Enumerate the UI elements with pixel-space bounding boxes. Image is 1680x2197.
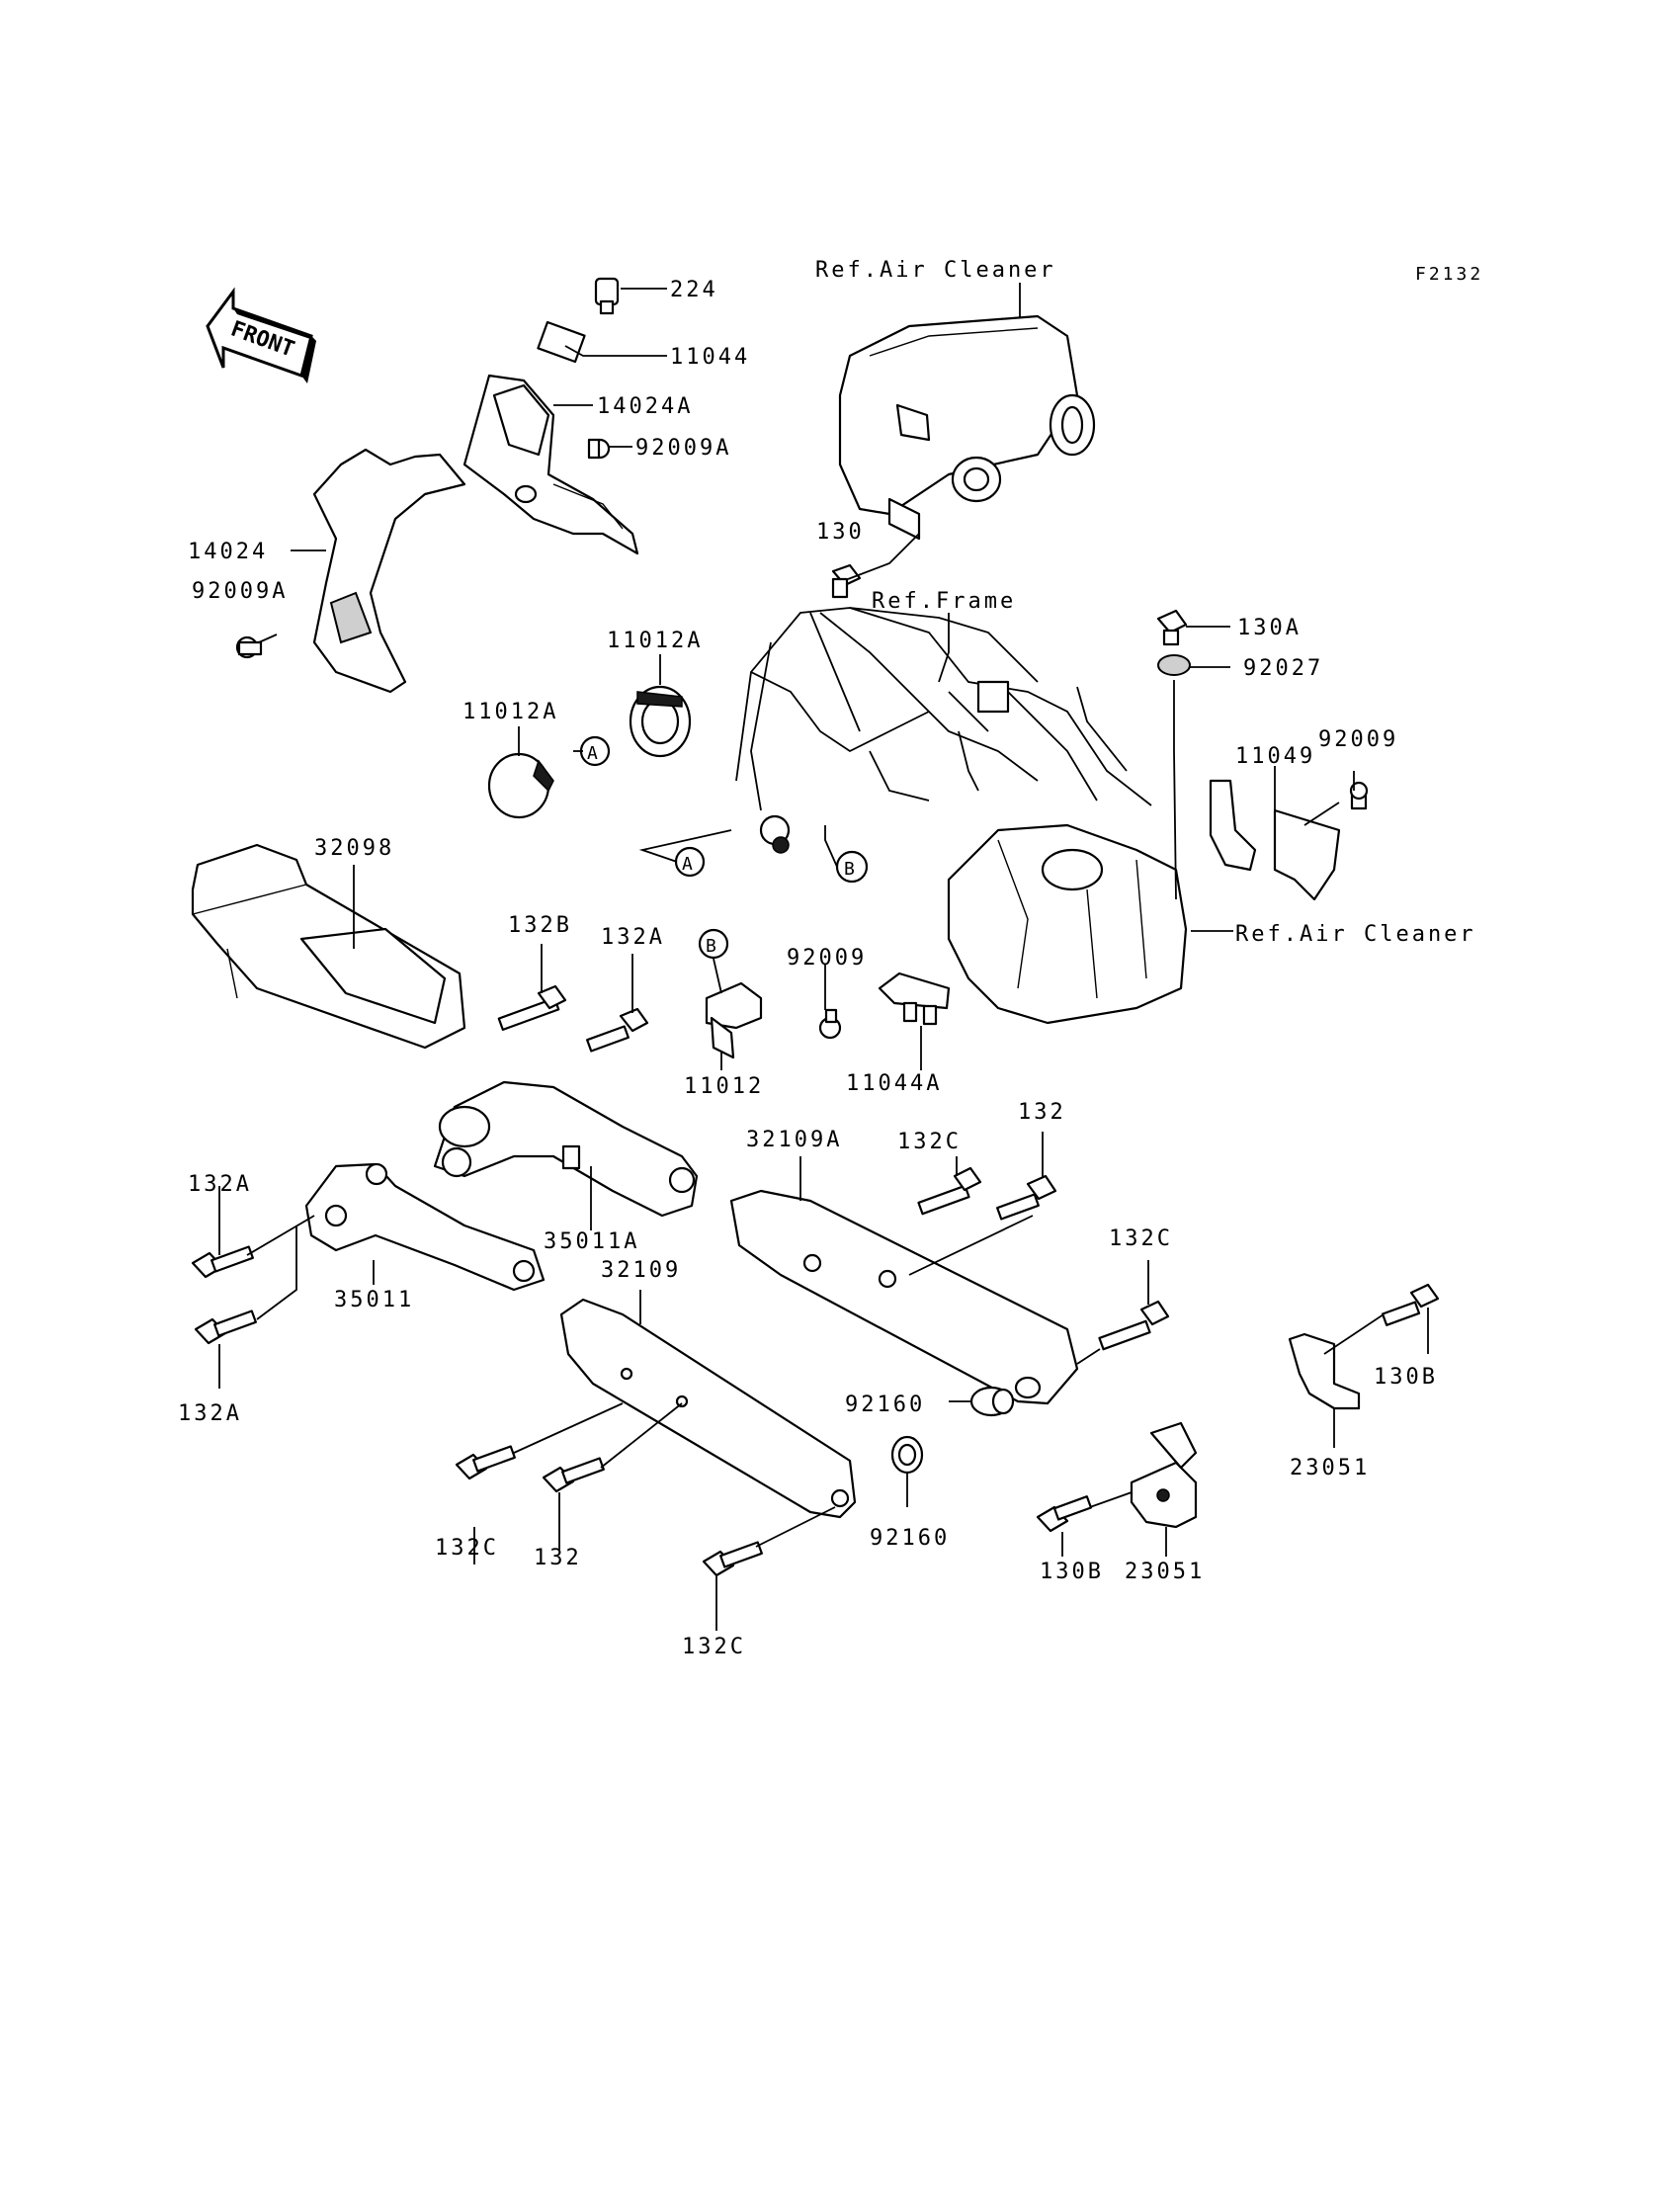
bracket-11012 xyxy=(705,981,763,1059)
grommet-11012a-left xyxy=(487,752,554,819)
bolt-130 xyxy=(831,563,862,599)
bolt-132-top xyxy=(996,1174,1057,1221)
front-arrow-icon: FRONT xyxy=(206,287,316,383)
air-cleaner-top xyxy=(838,314,1096,541)
bracket-23051-bottom xyxy=(1130,1421,1198,1529)
label-32098: 32098 xyxy=(314,836,394,861)
label-92009-mid: 92009 xyxy=(787,946,867,971)
label-11012a-left: 11012A xyxy=(462,700,558,724)
label-130b-bottom: 130B xyxy=(1040,1560,1104,1584)
bracket-11049 xyxy=(1209,779,1341,901)
grommet-11012a-top xyxy=(629,685,692,758)
label-132c-bottom: 132C xyxy=(682,1635,746,1659)
bolt-132a-mid xyxy=(586,1007,649,1053)
leader-lines xyxy=(218,283,1429,1631)
clip-11044 xyxy=(537,320,586,364)
label-14024: 14024 xyxy=(188,540,268,564)
bolt-92009a-top xyxy=(587,438,611,460)
label-92160-right: 92160 xyxy=(845,1393,925,1417)
label-132a-mid: 132A xyxy=(601,925,665,950)
cover-32098 xyxy=(191,843,466,1050)
bolt-132c-top xyxy=(917,1166,982,1216)
label-35011a: 35011A xyxy=(544,1229,639,1254)
label-92027: 92027 xyxy=(1243,656,1323,681)
label-14024a: 14024A xyxy=(597,394,693,419)
label-ref-air-cleaner-right: Ref.Air Cleaner xyxy=(1235,922,1476,947)
callout-a-frame: A xyxy=(674,846,706,878)
label-35011: 35011 xyxy=(334,1288,414,1312)
label-132c-left: 132C xyxy=(435,1536,499,1561)
label-11012: 11012 xyxy=(684,1074,764,1099)
arm-32109 xyxy=(559,1298,857,1519)
bolt-132c-right xyxy=(1098,1300,1170,1351)
label-132b: 132B xyxy=(508,913,572,938)
label-130a: 130A xyxy=(1237,616,1302,640)
label-132c-top: 132C xyxy=(897,1130,962,1154)
bushing-92160-right xyxy=(969,1386,1015,1417)
label-92009a-left: 92009A xyxy=(192,579,288,604)
bolt-92009-mid xyxy=(818,1008,842,1040)
frame xyxy=(735,607,1152,854)
label-23051-bottom: 23051 xyxy=(1125,1560,1205,1584)
bolt-92009a-left xyxy=(235,635,263,659)
bolt-132a-bottom xyxy=(194,1310,257,1345)
label-132-bottom: 132 xyxy=(534,1546,582,1570)
callout-b-frame: B xyxy=(835,850,869,884)
clip-11044a xyxy=(878,972,951,1026)
label-130: 130 xyxy=(816,520,865,545)
label-32109: 32109 xyxy=(601,1258,681,1283)
bolt-132a-left xyxy=(191,1245,254,1279)
arm-32109a xyxy=(729,1189,1079,1405)
label-224: 224 xyxy=(670,278,718,302)
label-ref-air-cleaner-top: Ref.Air Cleaner xyxy=(815,258,1056,283)
screw-224 xyxy=(594,277,620,315)
cover-14024 xyxy=(312,448,466,694)
bolt-132b xyxy=(497,984,567,1031)
figure-code: F2132 xyxy=(1415,264,1483,285)
arm-35011 xyxy=(304,1162,546,1292)
bolt-130a xyxy=(1156,609,1188,646)
label-92009-right: 92009 xyxy=(1318,727,1398,752)
label-23051-right: 23051 xyxy=(1290,1456,1370,1480)
label-ref-frame: Ref.Frame xyxy=(872,589,1016,614)
label-132c-right: 132C xyxy=(1109,1226,1173,1251)
label-32109a: 32109A xyxy=(746,1128,842,1152)
svg-text:B: B xyxy=(706,936,716,957)
label-92009a-top: 92009A xyxy=(635,436,731,461)
cover-14024a xyxy=(462,374,639,555)
label-11049: 11049 xyxy=(1235,744,1315,769)
label-132a-left: 132A xyxy=(188,1172,252,1197)
bolt-132-bottom xyxy=(542,1457,605,1493)
bolt-92009-right xyxy=(1349,781,1369,810)
bushing-92160-bottom xyxy=(890,1435,924,1475)
bolt-130b-right xyxy=(1381,1283,1440,1326)
washer-92027 xyxy=(1157,654,1191,676)
label-11044: 11044 xyxy=(670,345,750,370)
air-cleaner-case xyxy=(947,823,1188,1025)
bolt-130b-bottom xyxy=(1036,1495,1093,1533)
label-132a-bottom: 132A xyxy=(178,1401,242,1426)
label-92160-bottom: 92160 xyxy=(870,1526,950,1551)
label-11044a: 11044A xyxy=(846,1071,942,1096)
svg-text:A: A xyxy=(682,854,693,875)
svg-text:A: A xyxy=(587,743,598,764)
svg-text:B: B xyxy=(844,859,855,880)
label-130b-right: 130B xyxy=(1374,1365,1438,1390)
part-labels: 224 11044 14024A 92009A 14024 92009A Ref… xyxy=(178,258,1476,1659)
bracket-35011a xyxy=(433,1080,699,1218)
bracket-23051-right xyxy=(1288,1332,1361,1410)
label-11012a-top: 11012A xyxy=(607,629,703,653)
callout-b-mid: B xyxy=(698,928,729,960)
bolt-132c-left xyxy=(455,1445,516,1480)
callout-a-top: A xyxy=(579,735,611,767)
bolt-132c-bottom xyxy=(702,1541,763,1577)
label-132-top: 132 xyxy=(1018,1100,1066,1125)
